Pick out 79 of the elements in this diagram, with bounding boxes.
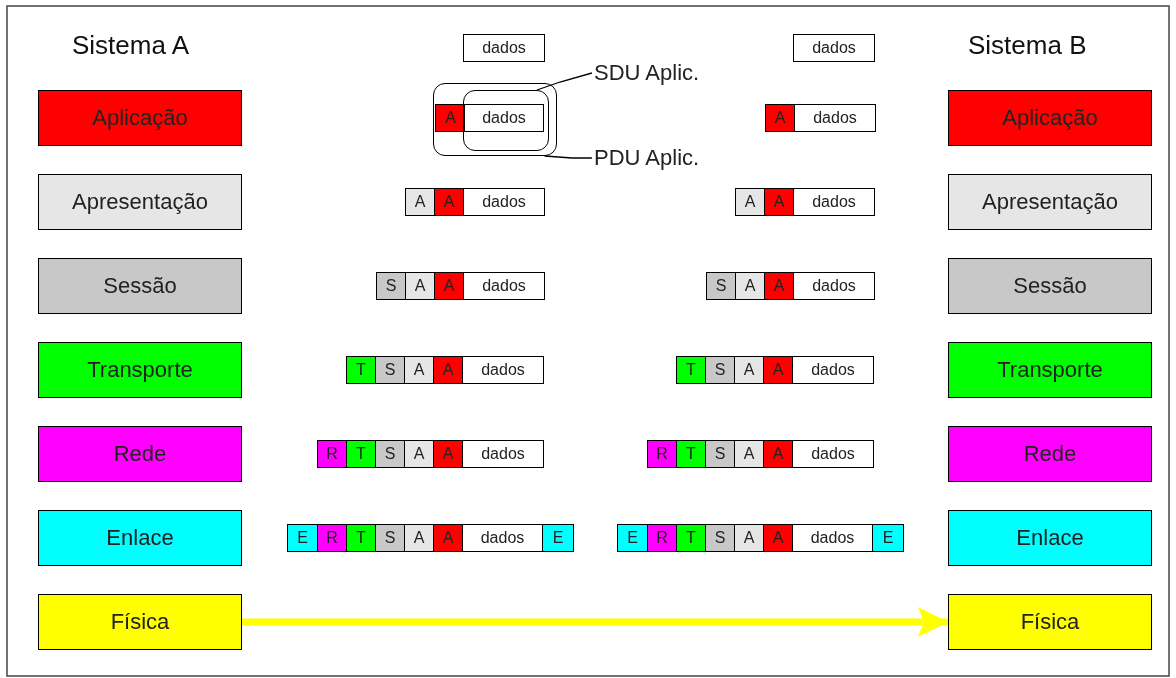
packet-bar [706,272,875,300]
leader-line [536,72,593,91]
header-field: A [435,189,464,215]
packet-bar [735,188,875,216]
layer-box: Física [948,594,1152,650]
header-field: A [736,273,765,299]
header-field: A [436,105,465,131]
header-field: A [764,441,793,467]
header-field: R [648,525,677,551]
packet-bar [647,440,874,468]
layer-box: Apresentação [948,174,1152,230]
layer-box: Enlace [948,510,1152,566]
header-field: A [736,189,765,215]
header-field: A [735,441,764,467]
callout-text: SDU Aplic. [594,60,700,86]
header-field: E [288,525,318,551]
header-field: T [677,441,706,467]
header-field: A [434,441,463,467]
packet-bar [617,524,904,552]
packet-bar [346,356,544,384]
packet-bar [405,188,545,216]
header-field: T [347,525,376,551]
layer-box: Transporte [38,342,242,398]
header-field: S [707,273,736,299]
layer-box: Aplicação [948,90,1152,146]
packet-bar [765,104,876,132]
header-field: S [376,357,405,383]
header-field: R [318,525,347,551]
header-field: T [347,441,376,467]
arrow [242,607,948,637]
layer-box: Rede [948,426,1152,482]
pdu-outline [433,83,557,156]
packet-bar [676,356,874,384]
header-field: A [764,357,793,383]
layer-box: Apresentação [38,174,242,230]
leader-line [543,155,593,159]
header-field: S [376,441,405,467]
packet-bar [376,272,545,300]
header-field: E [873,525,903,551]
header-field: A [405,441,434,467]
header-field: A [434,357,463,383]
header-field: A [765,189,794,215]
header-field: S [377,273,406,299]
header-field: E [618,525,648,551]
layer-box: Enlace [38,510,242,566]
header-field: A [434,525,463,551]
layer-box: Física [38,594,242,650]
header-field: R [318,441,347,467]
header-field: A [406,189,435,215]
header-field: A [765,273,794,299]
header-field: A [435,273,464,299]
callout-text: PDU Aplic. [594,145,700,171]
layer-box: Sessão [948,258,1152,314]
header-field: E [543,525,573,551]
header-field: T [347,357,376,383]
system-title: Sistema A [72,30,190,61]
header-field: T [677,357,706,383]
header-field: S [706,357,735,383]
sdu-outline [463,90,549,151]
header-field: A [735,525,764,551]
system-title: Sistema B [968,30,1087,61]
layer-box: Transporte [948,342,1152,398]
header-field: A [766,105,795,131]
packet-bar [317,440,544,468]
header-field: A [406,273,435,299]
header-field: A [735,357,764,383]
header-field: T [677,525,706,551]
layer-box: Aplicação [38,90,242,146]
header-field: A [405,357,434,383]
header-field: A [405,525,434,551]
packet-bar [287,524,574,552]
header-field: A [764,525,793,551]
layer-box: Rede [38,426,242,482]
header-field: S [706,525,735,551]
layer-box: Sessão [38,258,242,314]
payload-field: dados [464,104,544,132]
header-field: S [706,441,735,467]
header-field: S [376,525,405,551]
header-field: R [648,441,677,467]
